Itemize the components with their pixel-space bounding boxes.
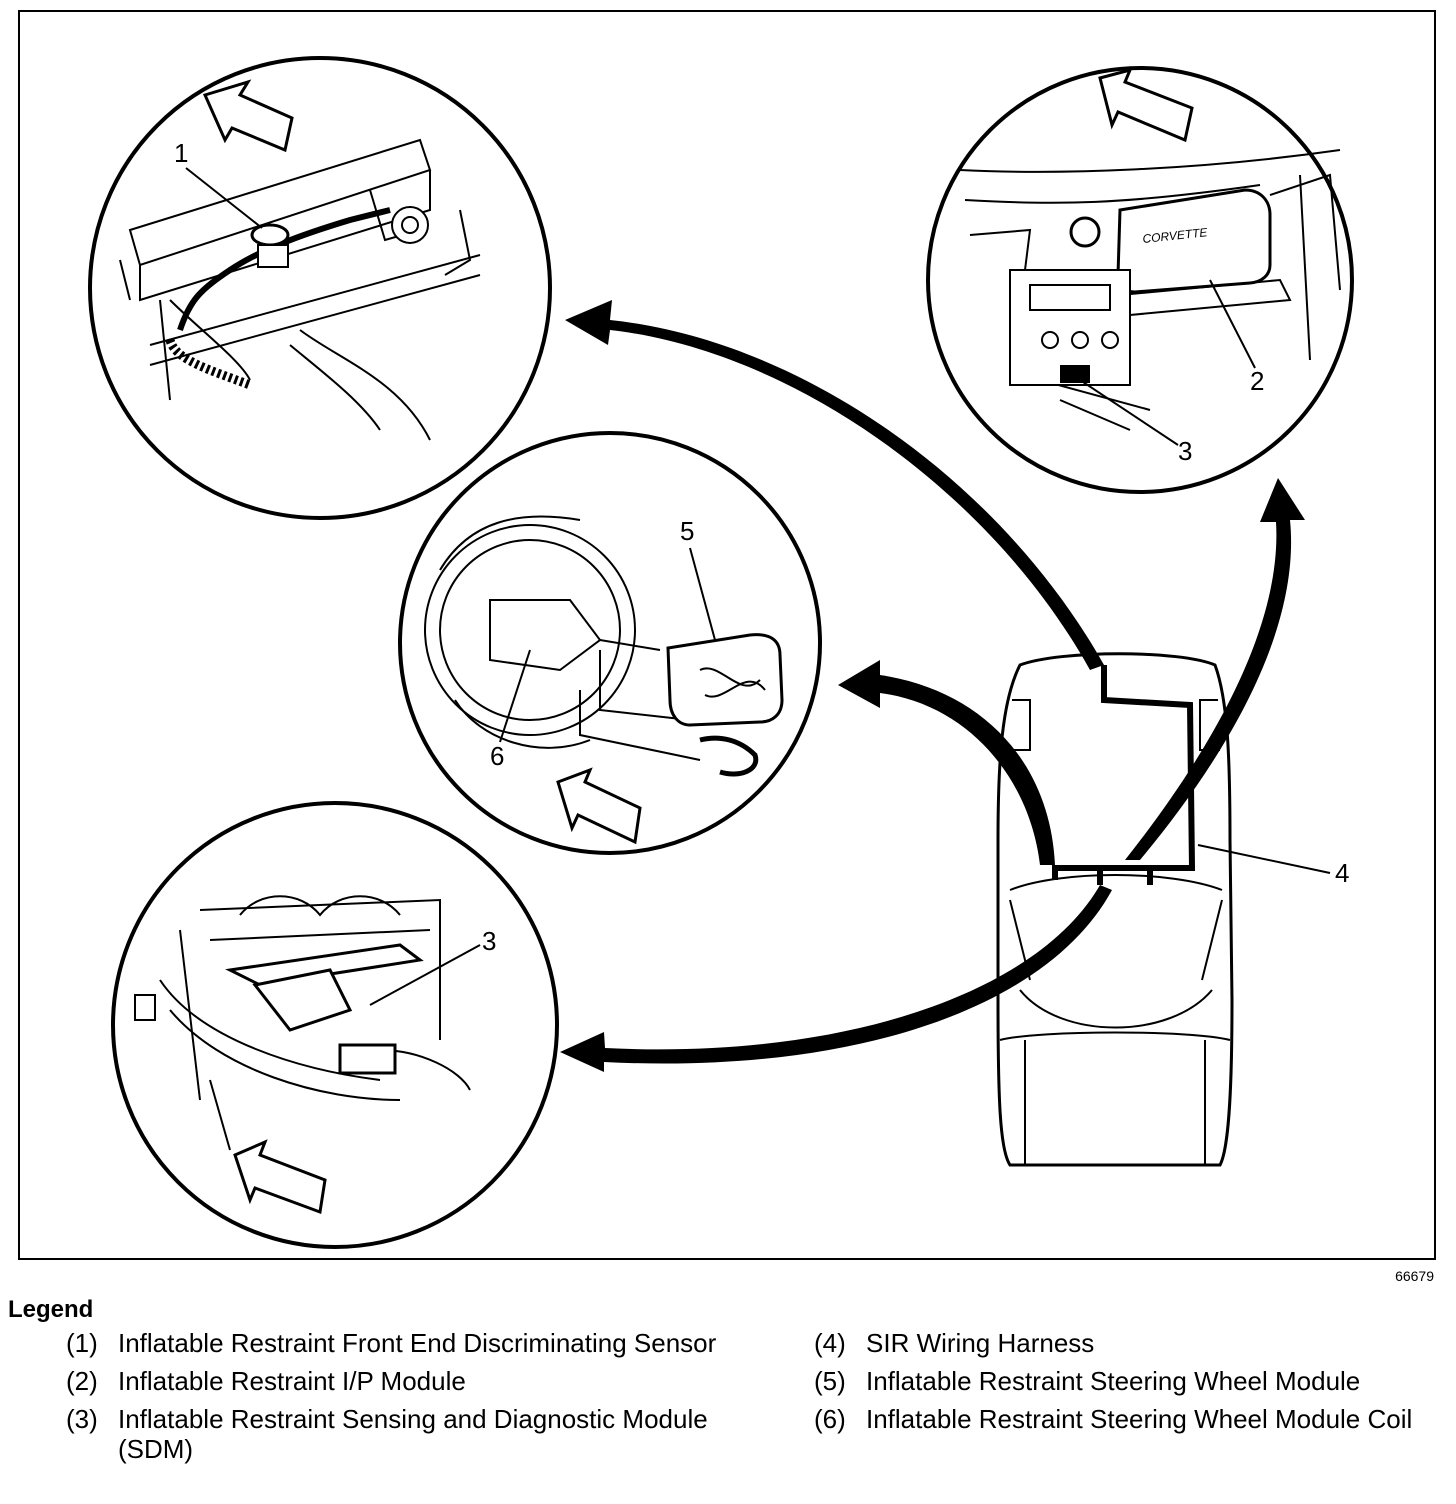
- legend-item: (5) Inflatable Restraint Steering Wheel …: [814, 1366, 1434, 1396]
- legend-item-text: SIR Wiring Harness: [866, 1328, 1095, 1358]
- legend-right-column: (4) SIR Wiring Harness (5) Inflatable Re…: [814, 1328, 1434, 1442]
- figure-id: 66679: [1395, 1268, 1434, 1284]
- callout-3-ip: 3: [1178, 436, 1192, 466]
- pointer-arrows: [560, 300, 1305, 1072]
- callout-6: 6: [490, 741, 504, 771]
- legend-item-number: (4): [814, 1328, 846, 1358]
- callout-5: 5: [680, 516, 694, 546]
- sir-component-diagram: 1 CORVETTE 2 3: [88, 56, 1354, 1249]
- detail-view-ip-module: CORVETTE 2 3: [926, 66, 1354, 494]
- legend-title: Legend: [8, 1296, 94, 1323]
- callout-3-console: 3: [482, 926, 496, 956]
- callout-1: 1: [174, 138, 188, 168]
- legend-item: (6) Inflatable Restraint Steering Wheel …: [814, 1404, 1434, 1434]
- detail-view-steering-wheel: 5 6: [398, 431, 822, 855]
- callout-4: 4: [1335, 858, 1349, 888]
- legend-left-column: (1) Inflatable Restraint Front End Discr…: [66, 1328, 726, 1472]
- dash-label-corvette: CORVETTE: [1142, 225, 1209, 246]
- vehicle-top-view: 4: [996, 652, 1349, 1167]
- legend-item: (3) Inflatable Restraint Sensing and Dia…: [66, 1404, 726, 1464]
- detail-view-front-sensor: 1: [88, 56, 552, 520]
- legend-item-text: Inflatable Restraint I/P Module: [118, 1366, 466, 1396]
- legend-item-text: Inflatable Restraint Steering Wheel Modu…: [866, 1404, 1413, 1434]
- legend-item: (2) Inflatable Restraint I/P Module: [66, 1366, 726, 1396]
- legend-item-text: Inflatable Restraint Steering Wheel Modu…: [866, 1366, 1361, 1396]
- legend-item: (4) SIR Wiring Harness: [814, 1328, 1434, 1358]
- legend-item-text: Inflatable Restraint Front End Discrimin…: [118, 1328, 717, 1358]
- legend-item-number: (5): [814, 1366, 846, 1396]
- legend-item-number: (6): [814, 1404, 846, 1434]
- callout-2: 2: [1250, 366, 1264, 396]
- legend-item: (1) Inflatable Restraint Front End Discr…: [66, 1328, 726, 1358]
- diagram-frame: [18, 10, 1436, 1260]
- legend-item-number: (2): [66, 1366, 98, 1396]
- detail-view-sdm: 3: [111, 801, 559, 1249]
- legend-item-number: (1): [66, 1328, 98, 1358]
- legend-item-text: Inflatable Restraint Sensing and Diagnos…: [118, 1404, 708, 1464]
- legend-item-number: (3): [66, 1404, 98, 1434]
